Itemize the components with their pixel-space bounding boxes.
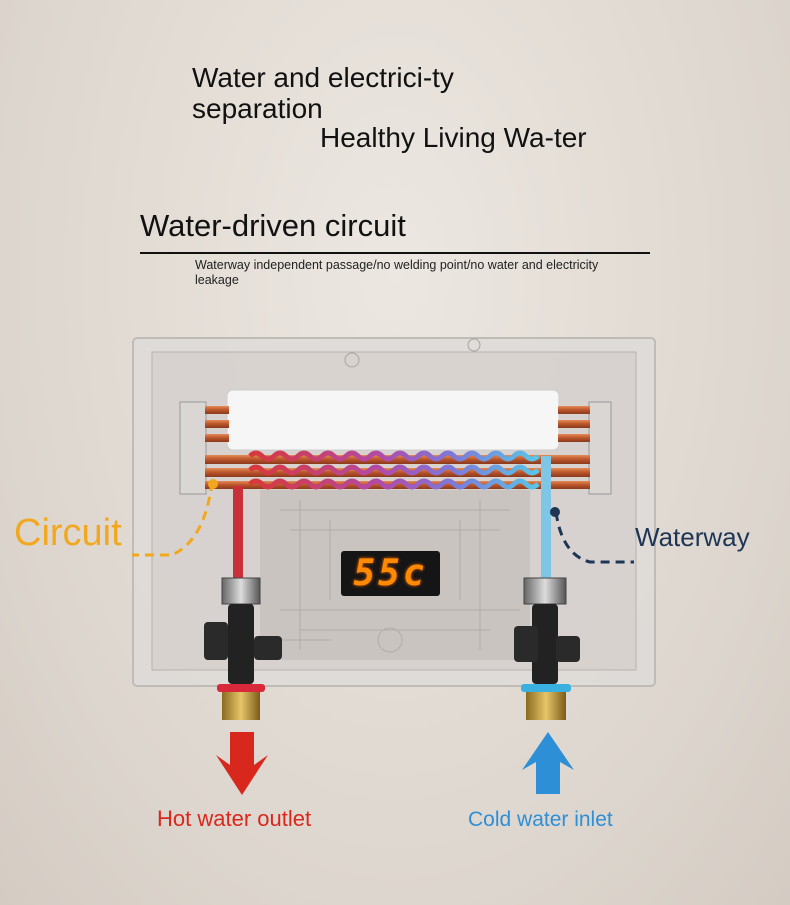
temperature-display: 55c bbox=[341, 551, 440, 596]
cold-inlet-up-arrow-icon bbox=[522, 732, 574, 794]
hot-water-outlet-label: Hot water outlet bbox=[157, 806, 312, 831]
cold-water-inlet-label: Cold water inlet bbox=[468, 808, 613, 831]
headline-healthy-living-water: Healthy Living Wa-ter bbox=[320, 122, 587, 153]
heating-cover bbox=[226, 389, 560, 451]
waterway-callout-dot bbox=[550, 507, 560, 517]
headline-water-electricity-separation: Water and electrici-ty separation bbox=[192, 62, 454, 124]
cold-inlet-fitting bbox=[514, 577, 580, 720]
circuit-callout-dot bbox=[208, 479, 218, 489]
hot-outlet-fitting bbox=[204, 577, 282, 720]
right-bracket bbox=[588, 401, 612, 495]
hot-water-pipe bbox=[233, 486, 243, 581]
section-divider bbox=[140, 252, 650, 254]
left-bracket bbox=[179, 401, 207, 495]
section-title: Water-driven circuit bbox=[140, 208, 406, 243]
cold-water-pipe bbox=[541, 456, 551, 581]
hot-outlet-down-arrow-icon bbox=[216, 732, 268, 795]
circuit-callout-line bbox=[132, 481, 214, 557]
copper-pipes bbox=[205, 406, 590, 489]
waterway-callout-line bbox=[554, 511, 634, 564]
heating-coil bbox=[248, 450, 540, 490]
circuit-label: Circuit bbox=[14, 512, 122, 554]
waterway-label: Waterway bbox=[635, 522, 750, 552]
section-description: Waterway independent passage/no welding … bbox=[195, 258, 599, 287]
